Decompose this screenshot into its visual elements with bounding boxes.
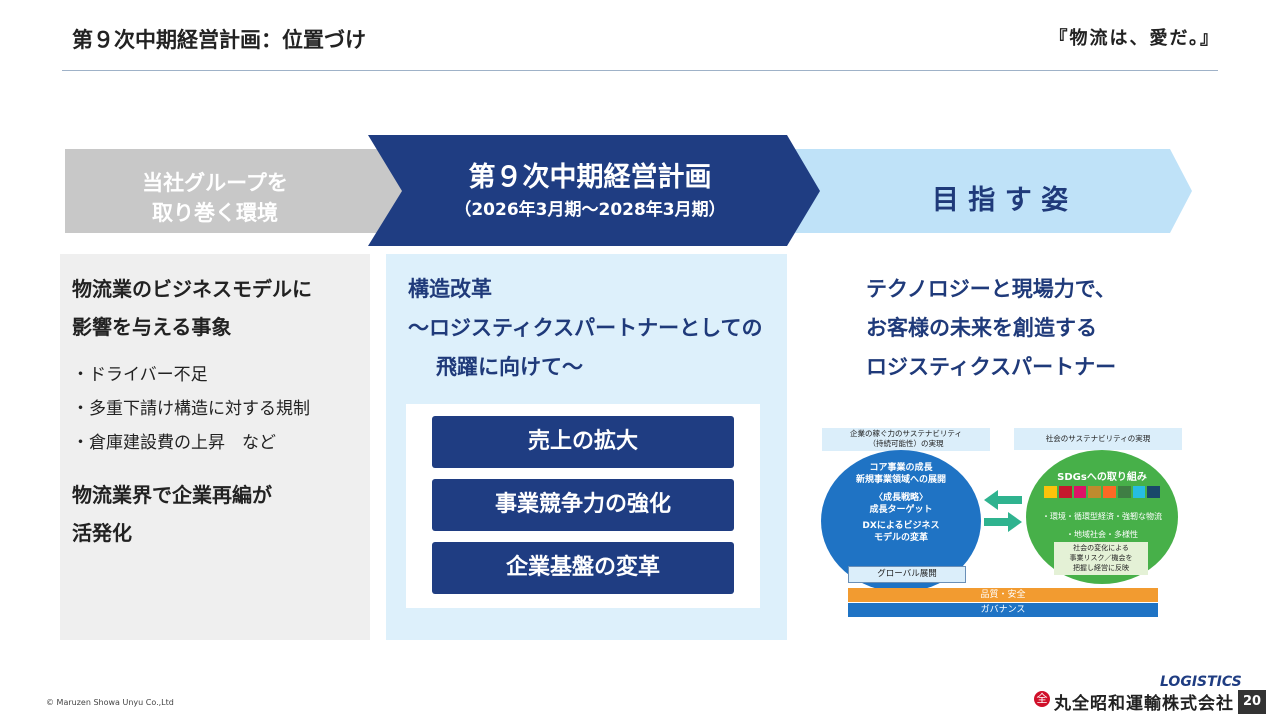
growth-circle-text: コア事業の成長 新規事業領域への展開 〈成長戦略〉 成長ターゲット DXによるビ…: [855, 463, 946, 543]
sdgs-goal-icons: [1044, 486, 1160, 498]
pillar-sales-expansion: 売上の拡大: [432, 416, 734, 468]
arrow-environment-label: 当社グループを 取り巻く環境: [142, 171, 288, 225]
diagram-header-left: 企業の稼ぐ力のサステナビリティ （持続可能性）の実現: [822, 428, 990, 451]
arrow-plan-label: 第９次中期経営計画 （2026年3月期～2028年3月期）: [454, 162, 726, 220]
sdg-icon: [1073, 486, 1087, 498]
sdg-icon: [1103, 486, 1116, 498]
vision-statement: テクノロジーと現場力で、 お客様の未来を創造する ロジスティクスパートナー: [866, 277, 1117, 379]
tagline: 『物流は、愛だ。』: [1049, 28, 1220, 49]
environment-panel: [60, 254, 370, 640]
logistics-logo: LOGISTICS: [1160, 674, 1242, 690]
sdg-icon: [1147, 486, 1160, 498]
plan-content: 構造改革 ～ロジスティクスパートナーとしての 飛躍に向けて～: [408, 277, 763, 379]
copyright: © Maruzen Showa Unyu Co.,Ltd: [46, 698, 174, 707]
title-divider: [62, 70, 1218, 71]
exchange-arrows-icon: [984, 490, 1022, 532]
global-expansion-label: グローバル展開: [848, 566, 966, 583]
sdg-icon: [1088, 486, 1101, 498]
governance-bar: ガバナンス: [848, 603, 1158, 617]
process-arrows: [65, 135, 1192, 246]
diagram-header-right: 社会のサステナビリティの実現: [1014, 428, 1182, 450]
arrow-goal: [790, 149, 1192, 233]
sdgs-risk-box: 社会の変化による 事業リスク／機会を 把握し経営に反映: [1054, 542, 1148, 575]
sdg-icon: [1044, 486, 1057, 498]
pillar-competitiveness: 事業競争力の強化: [432, 479, 734, 531]
bullet-item: ・ドライバー不足: [72, 365, 208, 385]
plan-pillars: 売上の拡大 事業競争力の強化 企業基盤の変革: [406, 404, 760, 608]
arrow-environment: [65, 149, 438, 233]
page-number: 20: [1238, 690, 1266, 714]
environment-content: 物流業のビジネスモデルに 影響を与える事象 ・ドライバー不足 ・多重下請け構造に…: [72, 270, 362, 552]
bullet-item: ・多重下請け構造に対する規制: [72, 399, 310, 419]
sdg-icon: [1132, 486, 1146, 498]
page-title: 第９次中期経営計画：位置づけ: [72, 28, 366, 52]
company-name: 丸全昭和運輸株式会社: [1054, 694, 1234, 714]
sustainability-diagram: 企業の稼ぐ力のサステナビリティ （持続可能性）の実現 社会のサステナビリティの実…: [818, 424, 1188, 624]
sdg-icon: [1058, 486, 1072, 498]
quality-safety-bar: 品質・安全: [848, 588, 1158, 602]
company-emblem-icon: 全: [1034, 691, 1050, 707]
pillar-foundation-reform: 企業基盤の変革: [432, 542, 734, 594]
sdgs-focus-areas: ・環境・循環型経済・強靭な物流 ・地域社会・多様性: [1042, 512, 1162, 539]
sdg-icon: [1117, 486, 1131, 498]
arrow-goal-label: 目 指 す 姿: [931, 185, 1069, 216]
arrow-plan: [368, 135, 820, 246]
sdgs-title: SDGsへの取り組み: [1057, 472, 1147, 483]
bullet-item: ・倉庫建設費の上昇 など: [72, 433, 276, 453]
